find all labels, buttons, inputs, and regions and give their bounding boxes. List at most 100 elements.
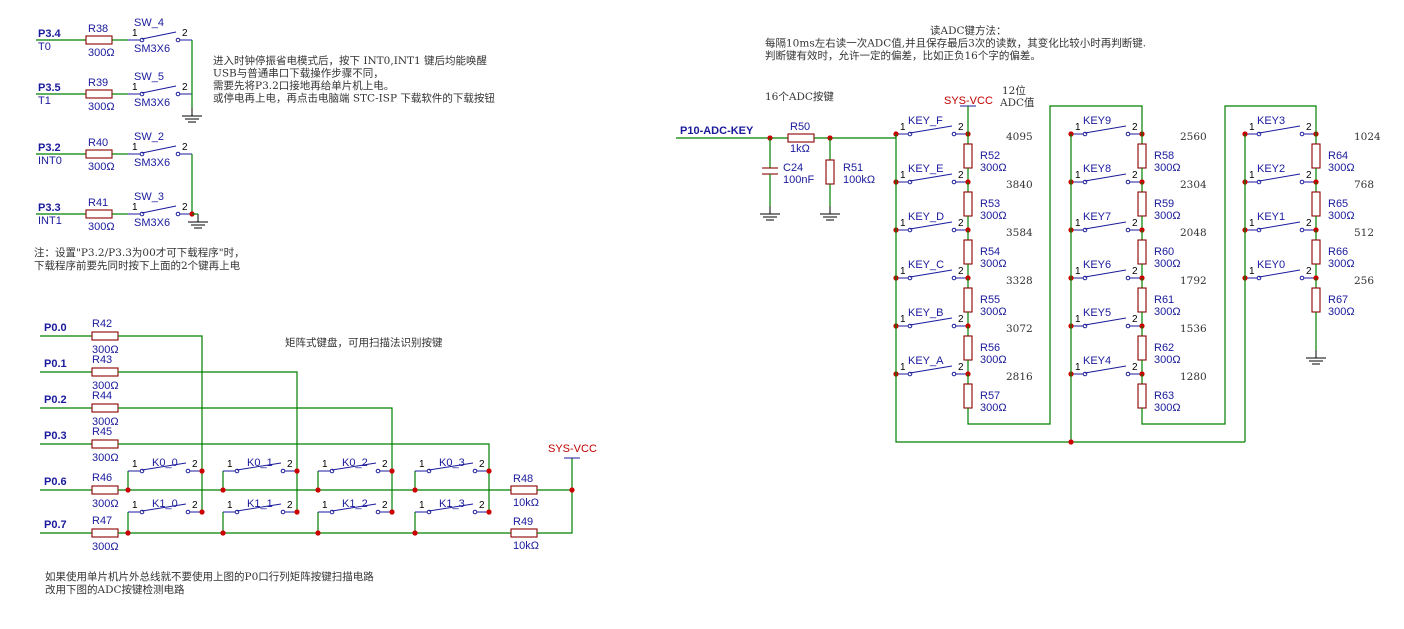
switch-lever: [909, 173, 953, 182]
adc-value-3840: 3840: [1006, 179, 1033, 191]
switch-model: SM3X6: [134, 97, 170, 109]
resistor-value: 300Ω: [88, 47, 115, 59]
vcc-label: SYS-VCC: [944, 95, 993, 107]
resistor-value: 10kΩ: [513, 497, 539, 509]
adc-16-keys-label: 16个ADC按键: [765, 90, 834, 103]
switch-lever: [909, 365, 953, 374]
resistor-R50: [787, 133, 815, 143]
key-ref-K0_2: K0_2: [342, 457, 368, 469]
adc-bits-label: 12位: [1002, 84, 1026, 97]
resistor-ref: R63: [1154, 390, 1174, 402]
pin-1-label: 1: [322, 459, 328, 470]
junction-dot: [315, 530, 321, 536]
resistor-R67: [1311, 287, 1321, 313]
switch-contact: [280, 468, 286, 474]
pin-2-label: 2: [958, 218, 964, 229]
pin-2-label: 2: [479, 500, 485, 511]
resistor-value: 100kΩ: [843, 174, 875, 186]
capacitor-value: 100nF: [783, 174, 814, 186]
pin-1-label: 1: [227, 459, 233, 470]
pin-2-label: 2: [1132, 266, 1138, 277]
switch-K1_3: [415, 503, 489, 515]
adc-value-2560: 2560: [1180, 131, 1207, 143]
adc-value-1024: 1024: [1354, 131, 1381, 143]
switch-contact: [139, 211, 145, 217]
key-ref-KEY_C: KEY_C: [908, 259, 944, 271]
pin-1-label: 1: [132, 82, 138, 93]
resistor-ref: R58: [1154, 150, 1174, 162]
resistor-value: 300Ω: [980, 162, 1007, 174]
adc-value-1536: 1536: [1180, 323, 1207, 335]
adc-value-3328: 3328: [1006, 275, 1033, 287]
column-wire: [118, 371, 298, 512]
resistor-ref: R64: [1328, 150, 1348, 162]
switch-contact: [1299, 179, 1305, 185]
adc-method-line: 每隔10ms左右读一次ADC值,并且保存最后3次的读数，其变化比较小时再判断键.: [765, 37, 1146, 50]
switch-contact: [185, 509, 191, 515]
switch-contact: [375, 509, 381, 515]
net-label-P0.2: P0.2: [44, 394, 67, 406]
resistor-ref: R43: [92, 354, 112, 366]
switch-KEY3: [1245, 125, 1316, 137]
junction-dot: [199, 509, 205, 515]
wire: [967, 105, 1143, 425]
key-ref-KEY9: KEY9: [1083, 115, 1111, 127]
switch-contact: [951, 323, 957, 329]
column-wire: [118, 335, 203, 512]
resistor-value: 300Ω: [1154, 402, 1181, 414]
adc-value-3584: 3584: [1006, 227, 1033, 239]
pin-1-label: 1: [900, 122, 906, 133]
resistor-value: 300Ω: [1328, 210, 1355, 222]
matrix-title: 矩阵式键盘，可用扫描法识别按键: [285, 336, 443, 349]
resistor-ref: R40: [88, 137, 108, 149]
key-ref-K1_1: K1_1: [247, 498, 273, 510]
net-label-adc: P10-ADC-KEY: [680, 125, 754, 137]
pin-1-label: 1: [419, 459, 425, 470]
pin-2-label: 2: [287, 459, 293, 470]
resistor-R43: [91, 367, 119, 377]
resistor-value: 300Ω: [1328, 306, 1355, 318]
pin-2-label: 2: [382, 459, 388, 470]
switch-contact: [175, 37, 181, 43]
switch-contact: [951, 227, 957, 233]
net-alias: INT0: [38, 155, 62, 167]
key-ref-KEY_B: KEY_B: [908, 307, 943, 319]
switch-lever: [1258, 173, 1301, 182]
pin-1-label: 1: [132, 202, 138, 213]
pin-1-label: 1: [1249, 122, 1255, 133]
resistor-value: 300Ω: [88, 161, 115, 173]
switch-contact: [139, 37, 145, 43]
switch-ref: SW_3: [134, 191, 164, 203]
adc-value-768: 768: [1354, 179, 1374, 191]
resistor-ref: R53: [980, 198, 1000, 210]
bottom-note-line: 改用下图的ADC按键检测电路: [45, 583, 185, 596]
pin-2-label: 2: [1306, 170, 1312, 181]
switch-contact: [1299, 227, 1305, 233]
pin-2-label: 2: [958, 362, 964, 373]
resistor-ref: R39: [88, 77, 108, 89]
adc-value-1280: 1280: [1180, 371, 1207, 383]
junction-dot: [486, 509, 492, 515]
switch-lever: [428, 503, 474, 512]
switch-contact: [234, 468, 240, 474]
junction-dot: [294, 509, 300, 515]
resistor-ref: R55: [980, 294, 1000, 306]
switch-lever: [1084, 173, 1127, 182]
switch-contact: [907, 371, 913, 377]
net-alias: T0: [38, 41, 51, 53]
switch-contact: [1299, 131, 1305, 137]
resistor-R47: [91, 528, 119, 538]
adc-value-2048: 2048: [1180, 227, 1207, 239]
resistor-ref: R60: [1154, 246, 1174, 258]
switch-SW_4: [128, 31, 192, 43]
resistor-value: 300Ω: [1154, 210, 1181, 222]
pin-2-label: 2: [958, 170, 964, 181]
switch-SW_5: [128, 85, 192, 97]
resistor-R53: [963, 191, 973, 217]
switch-K1_2: [318, 503, 392, 515]
resistor-value: 300Ω: [92, 498, 119, 510]
resistor-R57: [963, 383, 973, 409]
standby-note-line: 需要先将P3.2口接地再给单片机上电。: [213, 79, 394, 92]
pin-1-label: 1: [1075, 218, 1081, 229]
